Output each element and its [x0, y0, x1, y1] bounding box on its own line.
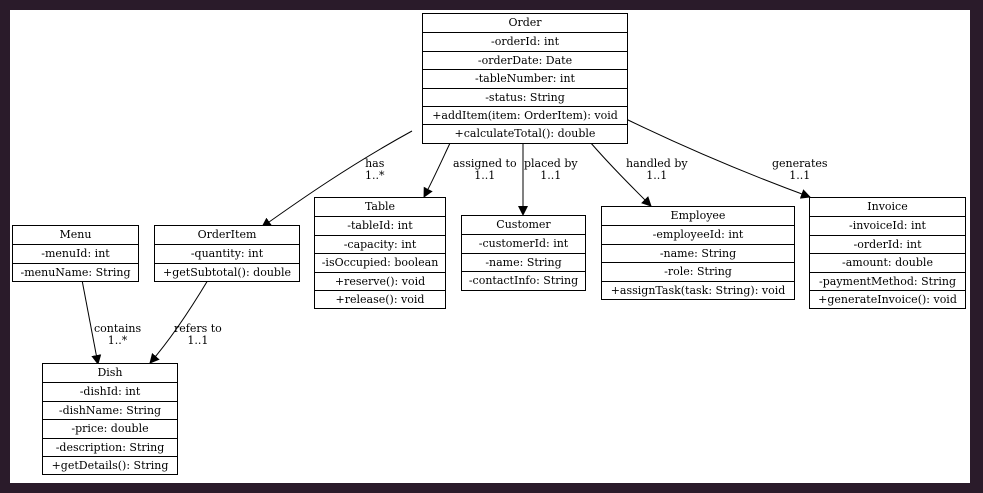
relation-label: handled by — [626, 157, 688, 170]
class-method: +generateInvoice(): void — [810, 289, 965, 308]
class-method: +reserve(): void — [315, 271, 445, 290]
class-attribute: -status: String — [423, 87, 627, 106]
relation-label: contains — [94, 322, 142, 335]
edge-label-generates: generates 1..1 — [772, 158, 828, 182]
edge-label-assigned-to: assigned to 1..1 — [453, 158, 517, 182]
class-attribute: -menuId: int — [13, 244, 138, 262]
class-name: Employee — [670, 209, 726, 222]
class-attribute: -price: double — [43, 419, 177, 437]
class-attribute: -name: String — [602, 243, 794, 262]
uml-class-diagram: Order -orderId: int -orderDate: Date -ta… — [10, 10, 970, 483]
class-attribute: -capacity: int — [315, 234, 445, 253]
class-orderitem: OrderItem -quantity: int +getSubtotal():… — [154, 225, 300, 283]
relationship-edges — [81, 118, 811, 365]
class-name: Menu — [59, 228, 92, 241]
relation-label: refers to — [174, 322, 222, 335]
relation-label: assigned to — [453, 157, 517, 170]
class-method: +assignTask(task: String): void — [602, 280, 794, 299]
class-method: +getSubtotal(): double — [155, 262, 299, 281]
class-method: -contactInfo: String — [462, 271, 585, 289]
relation-label: generates — [772, 157, 828, 170]
class-attribute: -employeeId: int — [602, 225, 794, 243]
class-name: OrderItem — [197, 228, 257, 241]
relation-multiplicity: 1..1 — [540, 169, 562, 182]
class-attribute: -paymentMethod: String — [810, 271, 965, 290]
class-method: +addItem(item: OrderItem): void — [423, 105, 627, 124]
edge-label-has: has 1..* — [365, 158, 385, 182]
class-attribute: -quantity: int — [155, 244, 299, 262]
edge-has — [261, 130, 413, 228]
class-table: Table -tableId: int -capacity: int -isOc… — [314, 197, 446, 310]
class-attribute: -dishName: String — [43, 400, 177, 419]
class-employee: Employee -employeeId: int -name: String … — [601, 206, 795, 300]
class-name: Order — [508, 16, 542, 29]
class-method: +getDetails(): String — [43, 455, 177, 474]
class-attribute: -orderDate: Date — [423, 50, 627, 69]
class-customer: Customer -customerId: int -name: String … — [461, 215, 586, 291]
class-attribute: -name: String — [462, 252, 585, 271]
relation-multiplicity: 1..* — [365, 169, 385, 182]
class-attribute: -dishId: int — [43, 382, 177, 400]
relation-multiplicity: 1..1 — [789, 169, 811, 182]
class-invoice: Invoice -invoiceId: int -orderId: int -a… — [809, 197, 966, 310]
relation-multiplicity: 1..1 — [474, 169, 496, 182]
class-name: Dish — [97, 366, 123, 379]
class-attribute: -invoiceId: int — [810, 216, 965, 234]
class-attribute: -description: String — [43, 437, 177, 456]
relation-label: has — [365, 157, 385, 170]
relation-multiplicity: 1..* — [107, 334, 128, 347]
edge-contains — [81, 279, 102, 365]
class-attribute: -tableId: int — [315, 216, 445, 234]
relation-label: placed by — [524, 157, 578, 170]
class-name: Table — [364, 200, 396, 213]
class-attribute: -tableNumber: int — [423, 69, 627, 87]
class-attribute: -orderId: int — [423, 32, 627, 50]
edge-label-handled-by: handled by 1..1 — [626, 158, 688, 182]
edge-label-refers-to: refers to 1..1 — [174, 323, 222, 347]
class-name: Invoice — [867, 200, 908, 213]
class-method: -menuName: String — [13, 262, 138, 281]
class-attribute: -amount: double — [810, 253, 965, 271]
class-dish: Dish -dishId: int -dishName: String -pri… — [42, 363, 178, 476]
edge-assigned-to — [423, 140, 452, 198]
class-method: +calculateTotal(): double — [423, 124, 627, 142]
class-menu: Menu -menuId: int -menuName: String — [12, 225, 139, 283]
edge-label-contains: contains 1..* — [94, 323, 141, 347]
class-method: +release(): void — [315, 289, 445, 308]
class-attribute: -orderId: int — [810, 234, 965, 253]
edge-refers-to — [149, 279, 209, 364]
class-order: Order -orderId: int -orderDate: Date -ta… — [422, 13, 628, 144]
class-attribute: -customerId: int — [462, 234, 585, 252]
edge-handled-by — [589, 141, 652, 207]
relation-multiplicity: 1..1 — [646, 169, 668, 182]
class-name: Customer — [496, 218, 551, 231]
relation-multiplicity: 1..1 — [187, 334, 209, 347]
edge-label-placed-by: placed by 1..1 — [524, 158, 578, 182]
class-attribute: -isOccupied: boolean — [315, 253, 445, 271]
edge-generates — [625, 118, 811, 199]
class-attribute: -role: String — [602, 262, 794, 280]
